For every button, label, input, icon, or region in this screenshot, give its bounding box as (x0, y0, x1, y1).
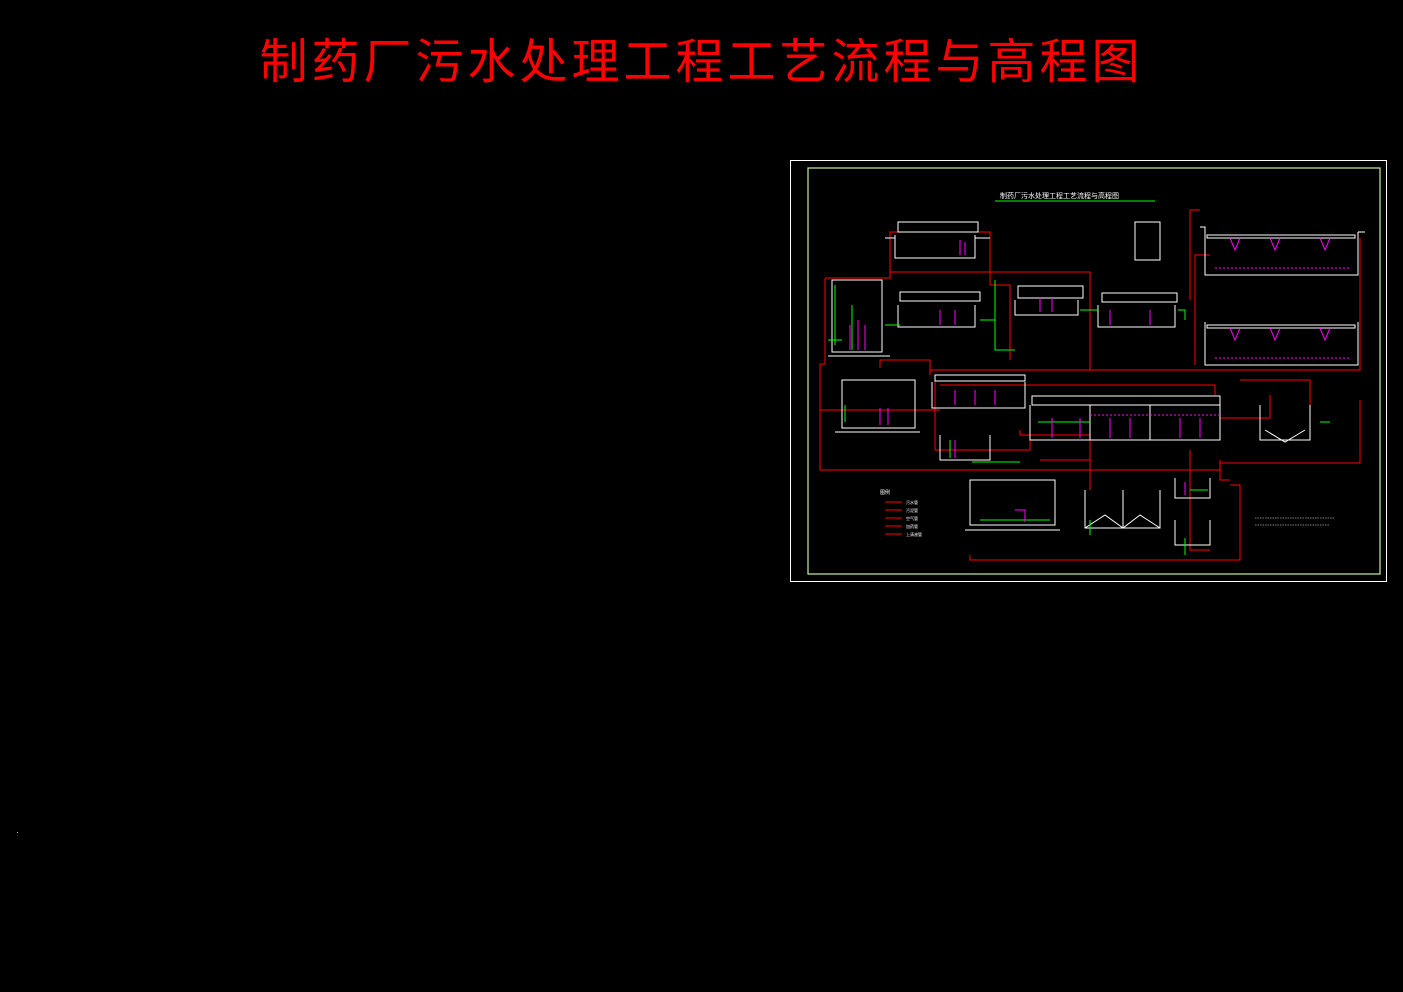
stray-dot (17, 832, 18, 833)
legend-heading: 图例 (880, 489, 890, 496)
legend-item-3: 空气管 (906, 515, 918, 521)
outer-frame (790, 160, 1387, 582)
legend-item-4: 加药管 (906, 523, 918, 529)
equipment (849, 237, 1350, 522)
legend-item-1: 污水管 (906, 499, 918, 505)
legend-item-2: 污泥管 (906, 507, 918, 513)
legend: 图例 污水管 污泥管 空气管 加药管 上清液管 (880, 489, 922, 537)
main-title: 制药厂污水处理工程工艺流程与高程图 (259, 34, 1144, 90)
flow-lines (819, 209, 1361, 561)
notes (1255, 517, 1335, 526)
structures (828, 221, 1365, 546)
drawing-sheet: 制药厂污水处理工程工艺流程与高程图 (790, 160, 1387, 582)
drawing-title: 制药厂污水处理工程工艺流程与高程图 (1000, 191, 1119, 200)
green-pipes (828, 280, 1330, 555)
inner-frame (807, 167, 1381, 575)
drawing-sheet-svg: 制药厂污水处理工程工艺流程与高程图 (790, 160, 1387, 582)
legend-item-5: 上清液管 (906, 531, 922, 537)
